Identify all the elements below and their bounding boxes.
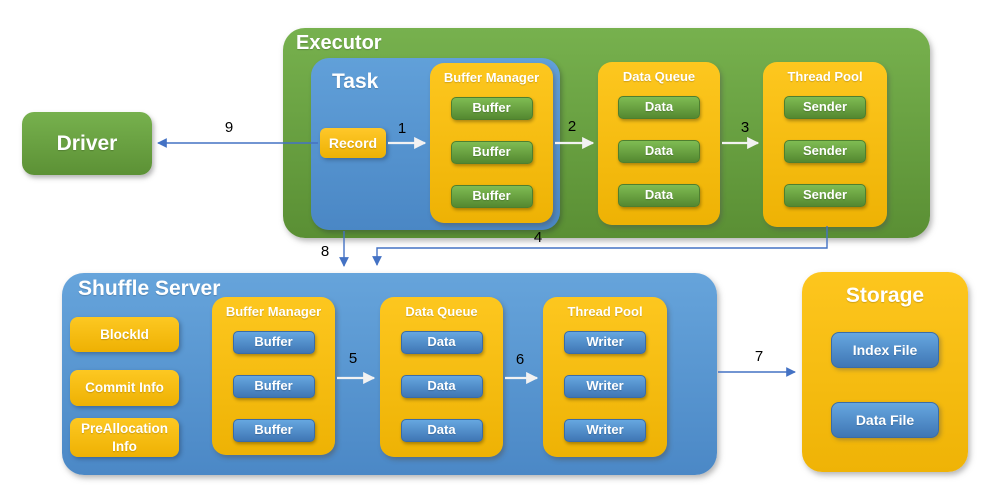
writer-box: Writer	[564, 375, 646, 398]
driver-node: Driver	[22, 112, 152, 175]
buffer-box: Buffer	[232, 331, 315, 354]
connection-label-4: 4	[533, 229, 543, 246]
executor-data-queue-panel: Data Queue Data Data Data	[598, 62, 720, 225]
sender-box: Sender	[784, 184, 866, 207]
buffer-box: Buffer	[450, 185, 533, 208]
executor-buffer-manager-panel: Buffer Manager Buffer Buffer Buffer	[430, 63, 553, 223]
shuffle-data-queue-panel: Data Queue Data Data Data	[380, 297, 503, 457]
connection-label-2: 2	[567, 118, 577, 135]
data-box: Data	[400, 331, 483, 354]
index-file-box: Index File	[831, 332, 939, 368]
shuffle-buffer-manager-title: Buffer Manager	[225, 304, 322, 319]
executor-title: Executor	[296, 32, 382, 54]
shuffle-data-queue-title: Data Queue	[405, 304, 478, 319]
shuffle-buffer-manager-panel: Buffer Manager Buffer Buffer Buffer	[212, 297, 335, 455]
executor-buffer-manager-title: Buffer Manager	[443, 70, 540, 85]
data-box: Data	[618, 140, 700, 163]
connection-label-9: 9	[224, 119, 234, 136]
shuffle-thread-pool-panel: Thread Pool Writer Writer Writer	[543, 297, 667, 457]
data-box: Data	[618, 96, 700, 119]
executor-thread-pool-title: Thread Pool	[787, 69, 863, 84]
record-box: Record	[320, 128, 386, 158]
sender-box: Sender	[784, 96, 866, 119]
data-box: Data	[400, 375, 483, 398]
commit-info-box: Commit Info	[70, 370, 179, 406]
writer-box: Writer	[564, 331, 646, 354]
shuffle-server-container: Shuffle Server BlockId Commit Info PreAl…	[62, 273, 717, 475]
data-box: Data	[400, 419, 483, 442]
preallocation-info-box: PreAllocation Info	[70, 418, 179, 457]
writer-box: Writer	[564, 419, 646, 442]
connection-label-6: 6	[515, 351, 525, 368]
buffer-box: Buffer	[232, 375, 315, 398]
blockid-box: BlockId	[70, 317, 179, 352]
connection-label-7: 7	[754, 348, 764, 365]
shuffle-thread-pool-title: Thread Pool	[567, 304, 643, 319]
data-file-box: Data File	[831, 402, 939, 438]
connection-label-3: 3	[740, 119, 750, 136]
task-title: Task	[332, 70, 379, 93]
executor-data-queue-title: Data Queue	[622, 69, 696, 84]
connection-label-8: 8	[320, 243, 330, 260]
data-box: Data	[618, 184, 700, 207]
executor-container: Executor Task Record Buffer Manager Buff…	[283, 28, 930, 238]
storage-title: Storage	[845, 284, 925, 307]
sender-box: Sender	[784, 140, 866, 163]
buffer-box: Buffer	[450, 97, 533, 120]
buffer-box: Buffer	[232, 419, 315, 442]
executor-thread-pool-panel: Thread Pool Sender Sender Sender	[763, 62, 887, 227]
shuffle-server-title: Shuffle Server	[78, 277, 221, 300]
driver-title: Driver	[56, 131, 118, 155]
connection-label-1: 1	[397, 120, 407, 137]
buffer-box: Buffer	[450, 141, 533, 164]
storage-container: Storage Index File Data File	[802, 272, 968, 472]
connection-label-5: 5	[348, 350, 358, 367]
